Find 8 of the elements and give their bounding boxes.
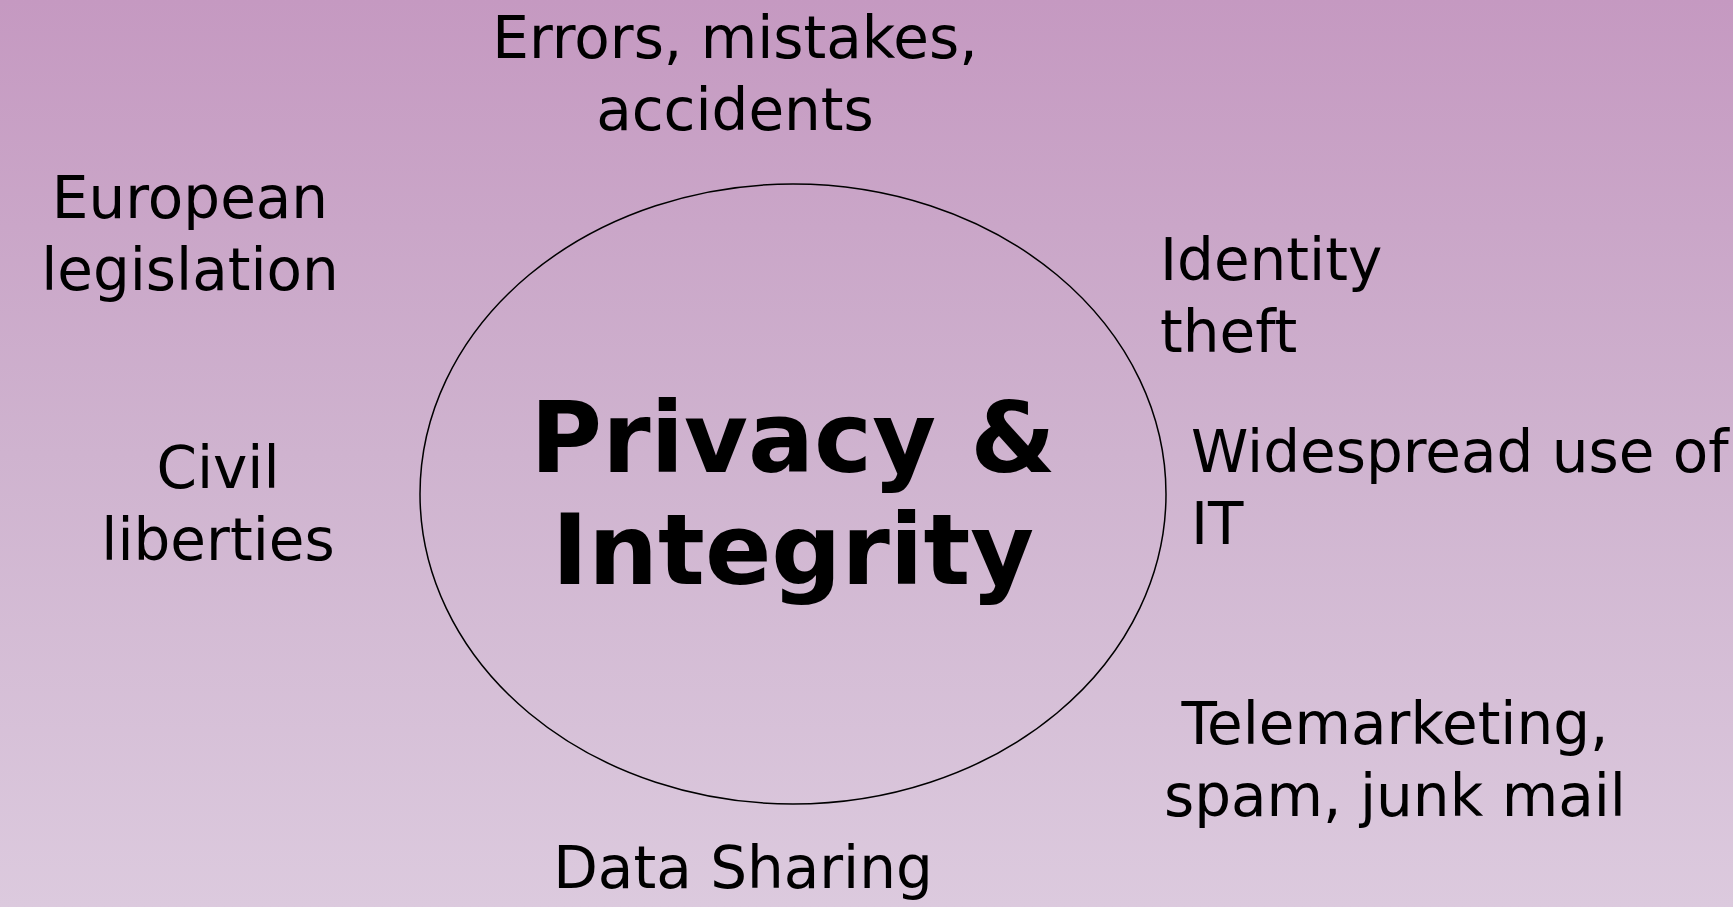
topic-label: Telemarketing, spam, junk mail [1163, 689, 1627, 832]
topic-label: European legislation [40, 163, 340, 306]
topic-label: Widespread use of IT [1191, 417, 1731, 560]
topic-label: Identity theft [1160, 225, 1384, 368]
topic-label: Data Sharing [552, 833, 934, 904]
topic-title: Privacy & Integrity [529, 382, 1057, 606]
topic-label: Errors, mistakes, accidents [491, 3, 979, 146]
topic-label: Civil liberties [100, 433, 336, 576]
